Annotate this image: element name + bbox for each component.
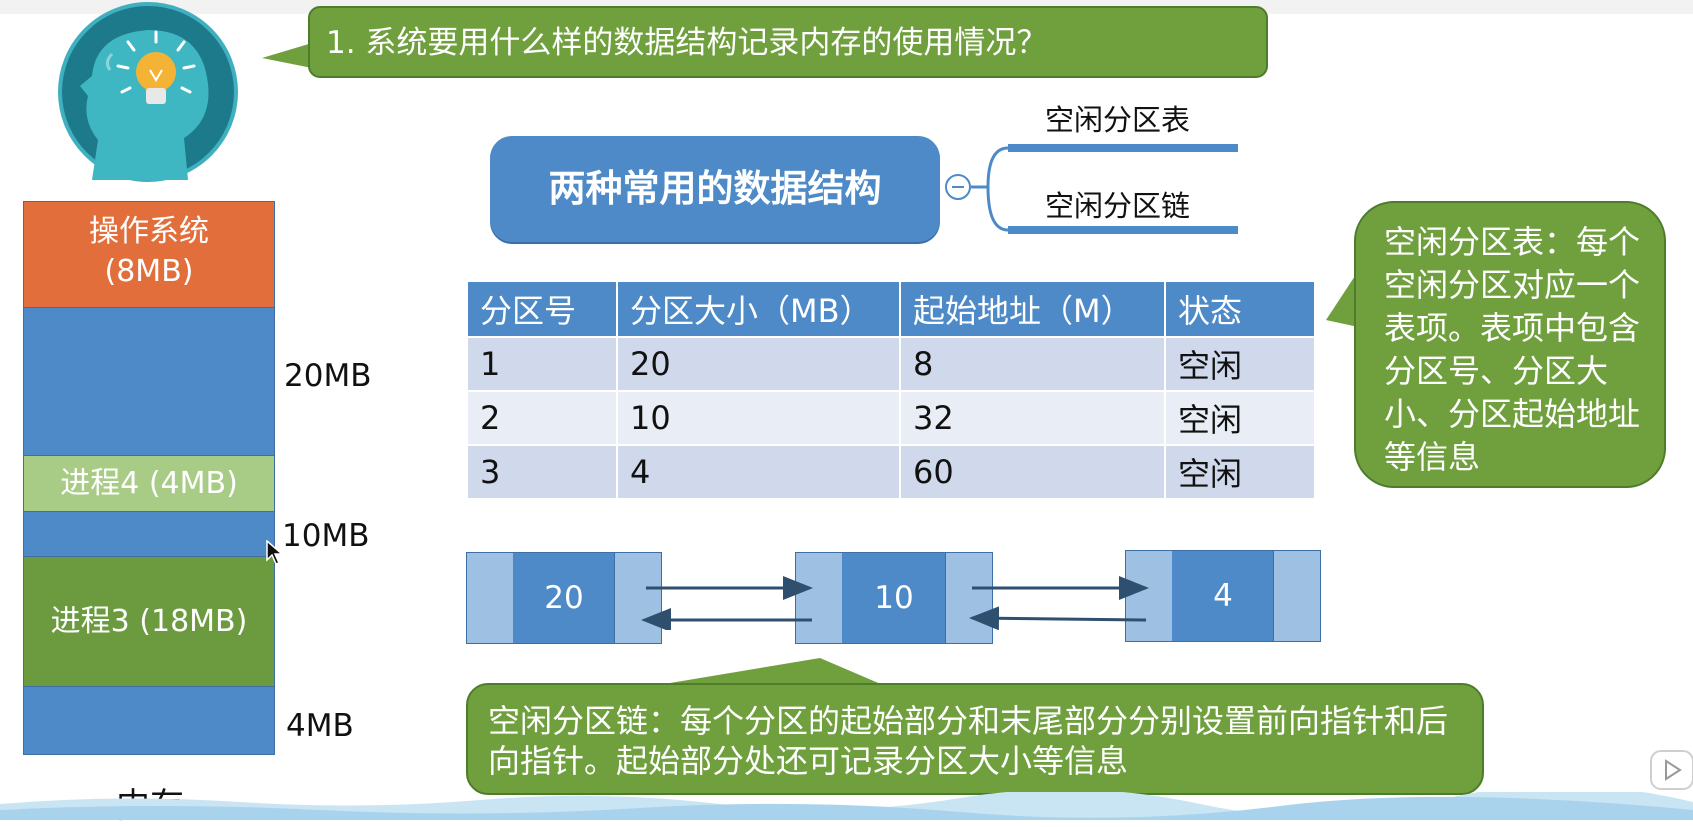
cell-start-address: 32 — [899, 390, 1166, 446]
play-icon[interactable] — [1648, 748, 1693, 792]
table-row: 3 4 60 空闲 — [466, 444, 1316, 500]
memory-segment-process3: 进程3 (18MB) — [24, 556, 274, 686]
cell-partition-size: 10 — [616, 390, 901, 446]
cell-partition-no: 2 — [466, 390, 618, 446]
branch-free-partition-table: 空闲分区表 — [1045, 103, 1191, 137]
chain-node: 10 — [795, 552, 993, 644]
header-status: 状态 — [1164, 280, 1316, 338]
free-partition-table: 分区号 分区大小（MB） 起始地址（M） 状态 1 20 8 空闲 2 10 3… — [466, 280, 1316, 500]
chain-node: 20 — [466, 552, 662, 644]
memory-segment-free-4mb — [24, 686, 274, 754]
collapse-minus-icon[interactable] — [945, 174, 971, 200]
cell-partition-size: 4 — [616, 444, 901, 500]
table-row: 2 10 32 空闲 — [466, 390, 1316, 446]
memory-segment-os: 操作系统 (8MB) — [24, 202, 274, 307]
cell-partition-no: 3 — [466, 444, 618, 500]
data-structures-title: 两种常用的数据结构 — [490, 136, 940, 242]
header-partition-size: 分区大小（MB） — [616, 280, 901, 338]
memory-segment-free-20mb — [24, 307, 274, 455]
mouse-cursor-icon — [266, 540, 284, 565]
cell-start-address: 8 — [899, 336, 1166, 392]
table-header-row: 分区号 分区大小（MB） 起始地址（M） 状态 — [466, 280, 1316, 338]
chain-node-back-pointer — [1273, 551, 1320, 641]
memory-map-frame — [23, 201, 275, 755]
bottom-wave-decoration — [0, 792, 1693, 820]
chain-node-size: 10 — [842, 553, 946, 643]
thinking-head-lightbulb-icon — [58, 2, 238, 182]
chain-callout: 空闲分区链：每个分区的起始部分和末尾部分分别设置前向指针和后向指针。起始部分处还… — [466, 683, 1484, 795]
memory-segment-free-10mb — [24, 511, 274, 556]
backward-pointer-arrow — [969, 606, 1147, 630]
free-size-label-4mb: 4MB — [286, 708, 354, 744]
chain-node-size: 20 — [513, 553, 615, 643]
memory-map: 操作系统 (8MB) 进程4 (4MB) 进程3 (18MB) — [24, 202, 274, 754]
header-start-address: 起始地址（M） — [899, 280, 1166, 338]
cell-status: 空闲 — [1164, 390, 1316, 446]
chain-callout-tail — [640, 658, 890, 688]
table-callout: 空闲分区表：每个空闲分区对应一个表项。表项中包含分区号、分区大小、分区起始地址等… — [1354, 201, 1666, 488]
cell-partition-size: 20 — [616, 336, 901, 392]
branch-connectors — [971, 144, 1238, 234]
question-bubble: 1. 系统要用什么样的数据结构记录内存的使用情况？ — [308, 6, 1268, 78]
header-partition-no: 分区号 — [466, 280, 618, 338]
cell-status: 空闲 — [1164, 444, 1316, 500]
chain-node-size: 4 — [1172, 551, 1274, 641]
free-size-label-20mb: 20MB — [284, 358, 372, 394]
table-row: 1 20 8 空闲 — [466, 336, 1316, 392]
question-bubble-tail — [262, 40, 322, 70]
memory-segment-process4: 进程4 (4MB) — [24, 455, 274, 511]
chain-node: 4 — [1125, 550, 1321, 642]
branch-free-partition-chain: 空闲分区链 — [1045, 189, 1191, 223]
cell-partition-no: 1 — [466, 336, 618, 392]
cell-start-address: 60 — [899, 444, 1166, 500]
cell-status: 空闲 — [1164, 336, 1316, 392]
chain-node-front-pointer — [467, 553, 514, 643]
chain-pointer-arrows — [641, 576, 1149, 630]
free-size-label-10mb: 10MB — [282, 518, 370, 554]
